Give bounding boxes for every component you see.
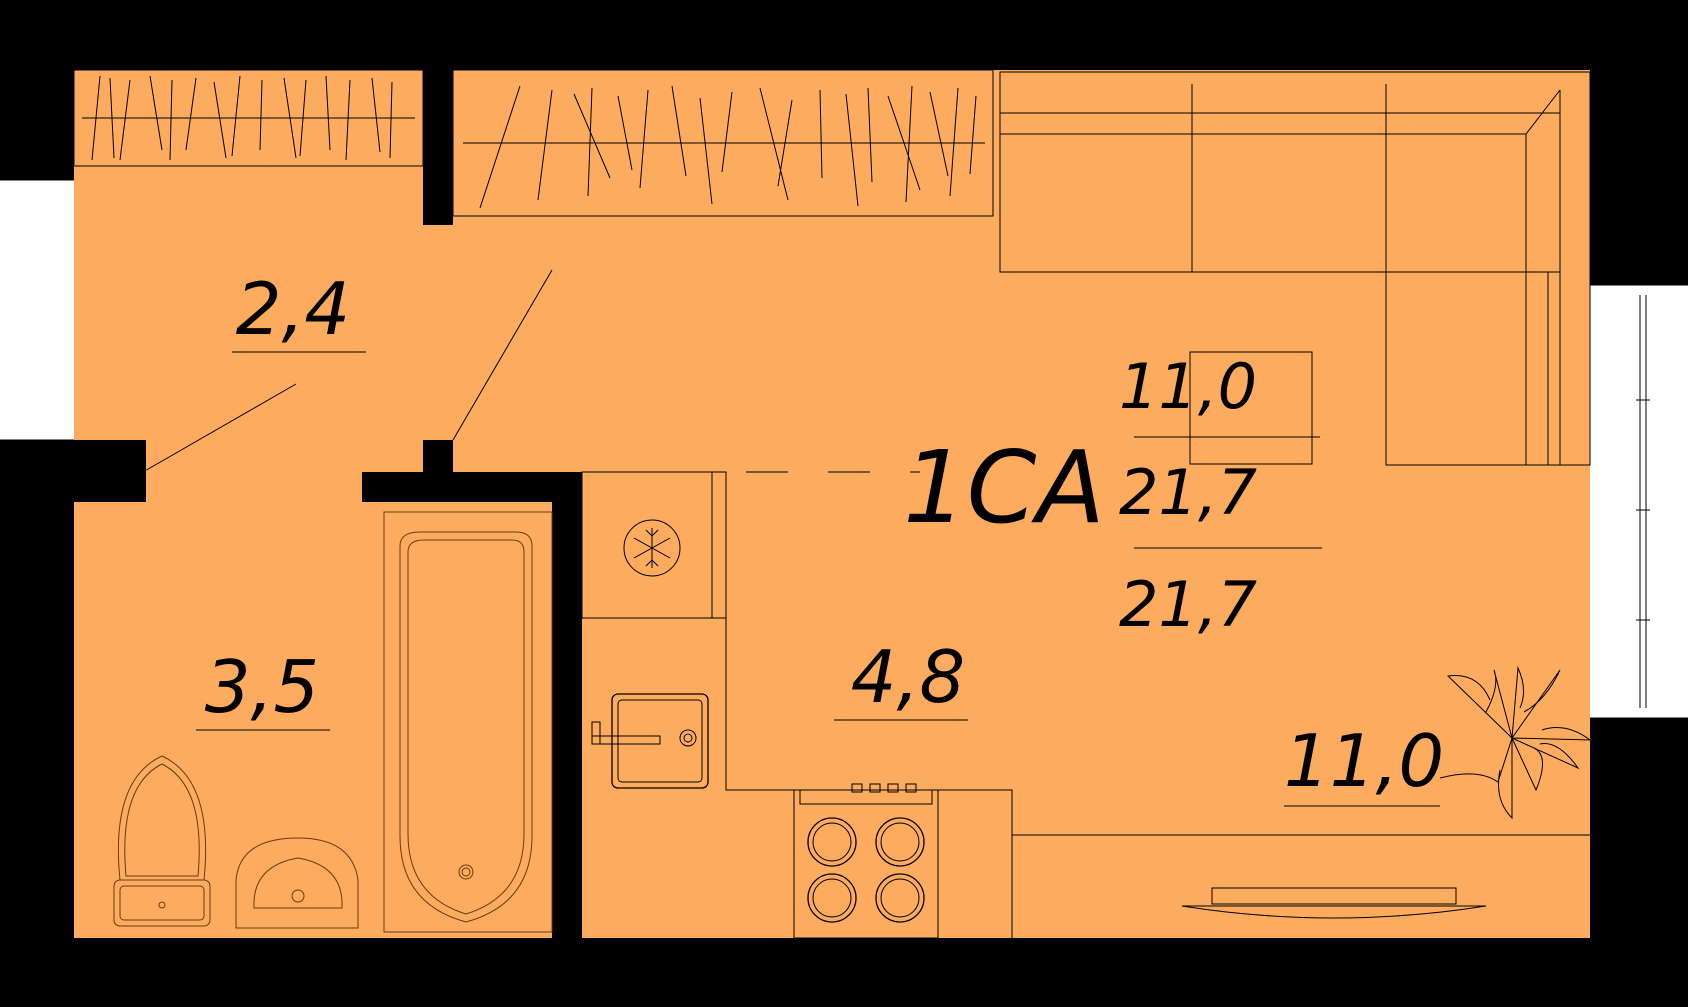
room-label-bathroom: 3,5 xyxy=(196,645,330,731)
corner-sofa xyxy=(999,71,1591,466)
kitchen-sink xyxy=(591,693,709,789)
room-area-bathroom: 3,5 xyxy=(205,645,320,729)
room-label-hallway: 2,4 xyxy=(232,267,366,353)
wardrobe-living xyxy=(452,69,994,217)
plant-icon xyxy=(1439,666,1592,820)
room-label-living-room: 11,0 xyxy=(1284,719,1444,807)
kitchen-counter xyxy=(582,617,1590,938)
apartment-floor xyxy=(70,70,1590,938)
hallway-door xyxy=(142,383,297,473)
room-label-kitchen: 4,8 xyxy=(834,635,968,721)
interior-walls xyxy=(362,70,582,938)
living-room-door xyxy=(452,269,553,441)
bathroom-sink xyxy=(235,837,359,929)
apartment-type: 1СА xyxy=(903,429,1105,546)
total-area: 21,7 xyxy=(1119,456,1257,529)
snowflake-icon xyxy=(623,519,681,577)
room-area-hallway: 2,4 xyxy=(236,267,351,351)
room-area-kitchen: 4,8 xyxy=(851,635,966,719)
window-left xyxy=(0,179,74,441)
coffee-table xyxy=(1189,351,1313,465)
total-area-with-balcony: 21,7 xyxy=(1119,568,1257,641)
tv xyxy=(1181,887,1487,919)
room-area-living-room: 11,0 xyxy=(1284,719,1444,803)
area-summary: 11,0 21,7 21,7 xyxy=(1119,350,1322,641)
toilet xyxy=(113,755,211,927)
living-area: 11,0 xyxy=(1119,350,1257,423)
window-right xyxy=(1590,284,1688,719)
bathtub xyxy=(383,511,553,933)
wardrobe-hallway xyxy=(73,69,424,167)
stove xyxy=(793,783,939,939)
